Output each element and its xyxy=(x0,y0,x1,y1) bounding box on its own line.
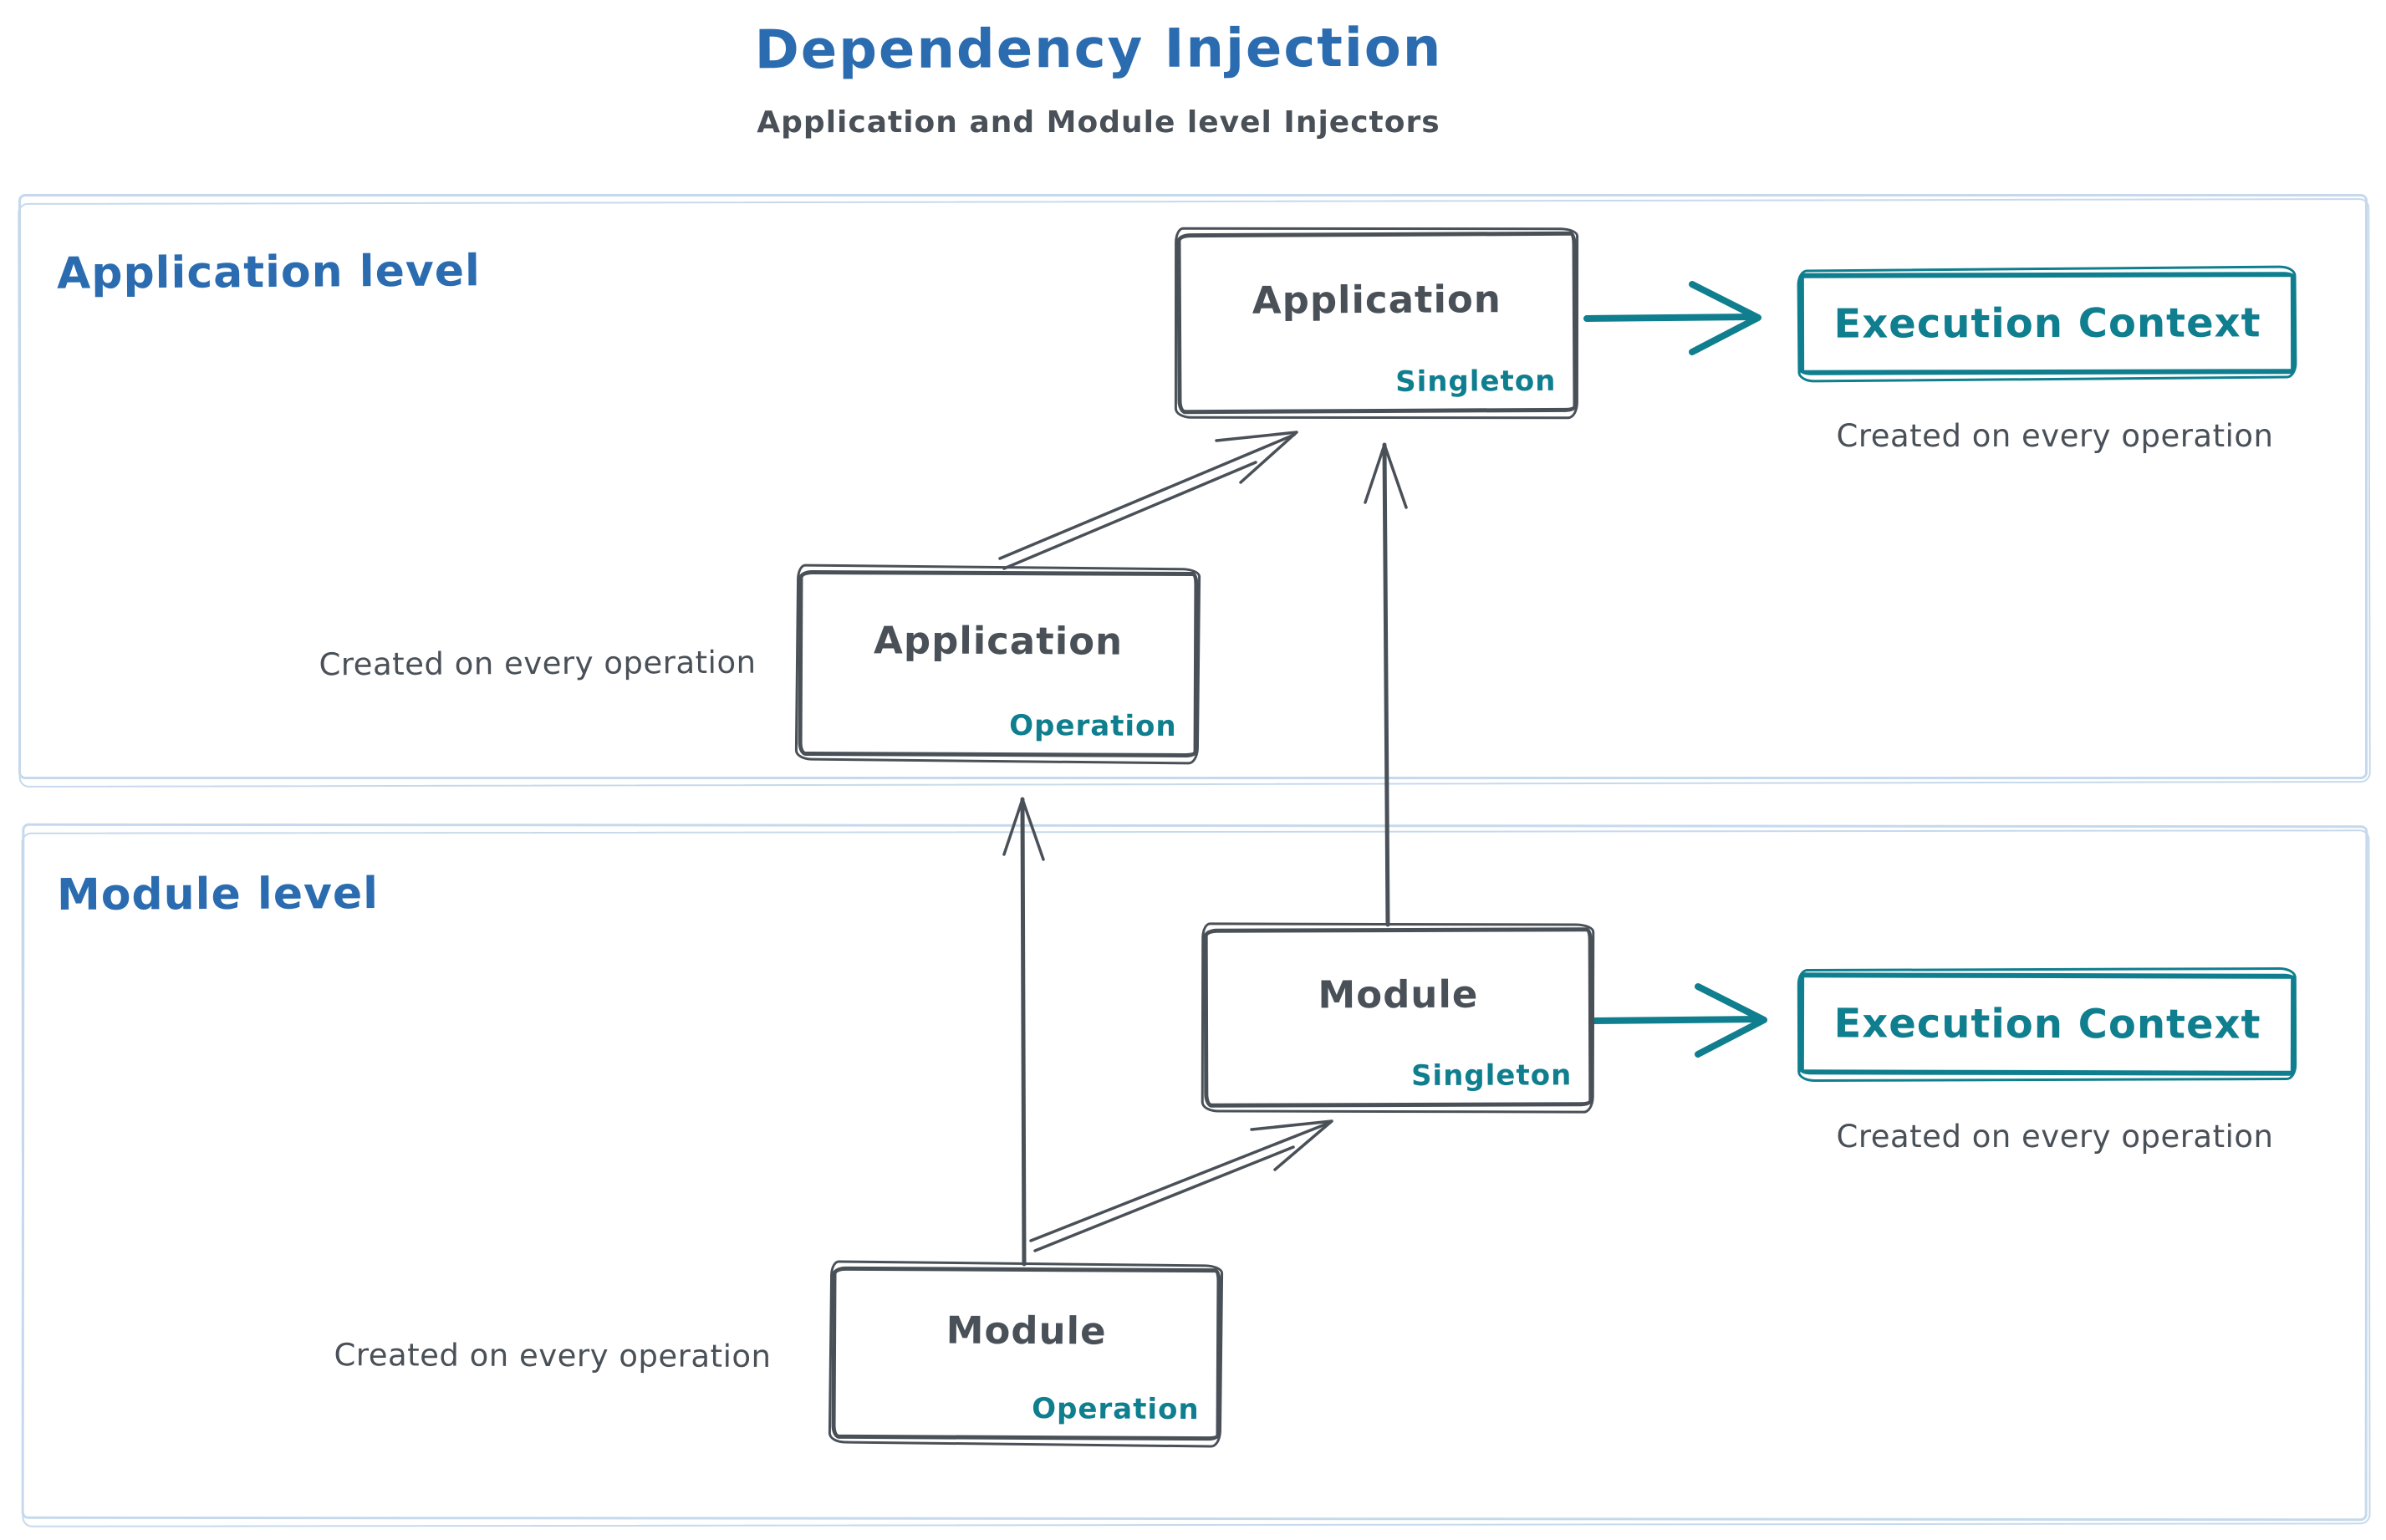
node-scope-badge: Operation xyxy=(1009,709,1177,743)
node-scope-badge: Operation xyxy=(1032,1392,1200,1427)
note-execution-context-module: Created on every operation xyxy=(1836,1119,2274,1155)
application-level-label: Application level xyxy=(56,246,482,299)
page-title: Dependency Injection xyxy=(754,17,1443,82)
node-label: Module xyxy=(1318,971,1479,1017)
node-application-operation: Application Operation xyxy=(798,569,1199,758)
node-scope-badge: Singleton xyxy=(1410,1058,1573,1093)
node-module-operation: Module Operation xyxy=(831,1266,1221,1441)
note-execution-context-application: Created on every operation xyxy=(1836,418,2274,454)
module-level-label: Module level xyxy=(56,868,380,921)
node-label: Module xyxy=(946,1307,1107,1354)
node-label: Application xyxy=(1252,276,1502,323)
page-subtitle: Application and Module level Injectors xyxy=(757,105,1440,140)
node-label: Execution Context xyxy=(1833,1000,2261,1048)
node-label: Application xyxy=(873,617,1124,664)
node-module-singleton: Module Singleton xyxy=(1203,927,1593,1108)
note-application-operation: Created on every operation xyxy=(319,644,757,683)
node-execution-context-application: Execution Context xyxy=(1798,272,2297,375)
note-module-operation: Created on every operation xyxy=(334,1337,772,1374)
node-application-singleton: Application Singleton xyxy=(1176,231,1578,415)
node-execution-context-module: Execution Context xyxy=(1798,972,2297,1076)
node-label: Execution Context xyxy=(1833,299,2261,348)
application-level-container xyxy=(18,194,2368,779)
node-scope-badge: Singleton xyxy=(1395,364,1557,399)
